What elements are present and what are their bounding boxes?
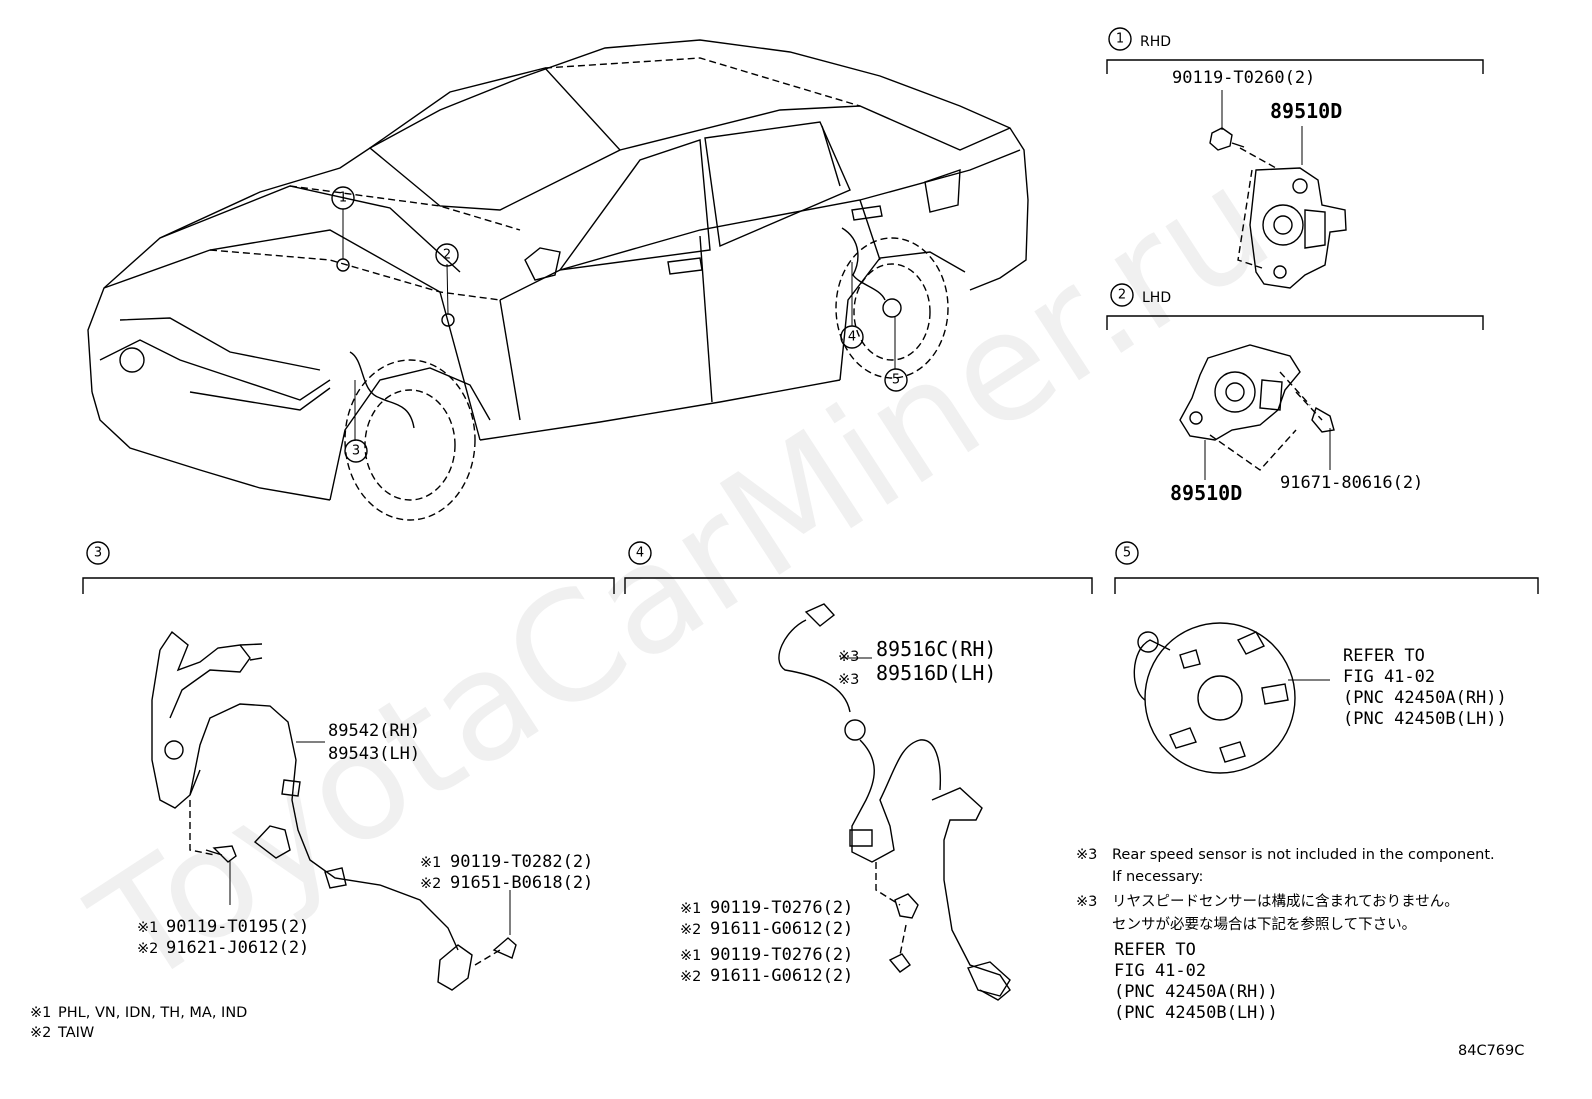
svg-text:※1: ※1 [420,855,441,871]
svg-text:91611-G0612(2): 91611-G0612(2) [710,919,853,939]
svg-text:1: 1 [339,191,347,206]
svg-text:TAIW: TAIW [57,1025,94,1041]
svg-text:2: 2 [1118,288,1126,303]
svg-text:91621-J0612(2): 91621-J0612(2) [166,938,309,958]
section-2-header: 2 LHD [1106,283,1484,330]
part-89516D-lh: ※3 89516D(LH) [838,661,996,688]
front-speed-sensor [151,630,517,991]
svg-text:1: 1 [1116,32,1124,47]
svg-text:4: 4 [848,330,856,345]
svg-text:※2: ※2 [137,941,158,957]
svg-text:※2: ※2 [420,876,441,892]
svg-text:90119-T0195(2): 90119-T0195(2) [166,917,309,937]
svg-text:※3: ※3 [1076,847,1097,863]
car-illustration [87,39,1029,521]
svg-text:FIG 41-02: FIG 41-02 [1343,667,1435,687]
diagram-code: 84C769C [1458,1043,1524,1059]
rear-axle-hub [1133,622,1330,774]
part-90119-T0260: 90119-T0260(2) [1172,68,1315,88]
height-sensor-lhd [1179,344,1335,480]
part-s4-bolt-a: ※1 90119-T0276(2) ※2 91611-G0612(2) [680,898,853,939]
svg-text:Rear speed sensor is not inclu: Rear speed sensor is not included in the… [1112,847,1495,863]
svg-text:(PNC 42450A(RH)): (PNC 42450A(RH)) [1114,982,1278,1002]
svg-text:5: 5 [892,373,900,388]
part-89543-lh: 89543(LH) [328,744,420,764]
svg-text:91611-G0612(2): 91611-G0612(2) [710,966,853,986]
section-3-header: 3 [82,541,615,594]
part-89542-rh: 89542(RH) [328,721,420,741]
svg-text:(PNC 42450A(RH)): (PNC 42450A(RH)) [1343,688,1507,708]
svg-text:90119-T0276(2): 90119-T0276(2) [710,945,853,965]
svg-text:※1: ※1 [30,1005,51,1021]
svg-text:リヤスピードセンサーは構成に含まれておりません。: リヤスピードセンサーは構成に含まれておりません。 [1112,893,1459,910]
part-91671-80616: 91671-80616(2) [1280,473,1423,493]
section-4-header: 4 [624,541,1093,594]
svg-text:91651-B0618(2): 91651-B0618(2) [450,873,593,893]
height-sensor-rhd [1209,90,1347,289]
svg-text:センサが必要な場合は下記を参照して下さい。: センサが必要な場合は下記を参照して下さい。 [1112,916,1416,933]
svg-text:90119-T0282(2): 90119-T0282(2) [450,852,593,872]
svg-text:※3: ※3 [1076,894,1097,910]
svg-text:If necessary:: If necessary: [1112,869,1203,885]
section-5-header: 5 [1114,541,1539,594]
svg-text:※1: ※1 [680,948,701,964]
part-s4-bolt-b: ※1 90119-T0276(2) ※2 91611-G0612(2) [680,945,853,986]
part-89510D-rhd: 89510D [1270,99,1342,123]
part-89510D-lhd: 89510D [1170,481,1242,505]
car-callout-4: 4 [840,325,864,349]
svg-text:(PNC 42450B(LH)): (PNC 42450B(LH)) [1343,709,1507,729]
svg-text:RHD: RHD [1140,34,1171,50]
svg-text:LHD: LHD [1142,290,1171,306]
svg-text:※2: ※2 [680,922,701,938]
car-callout-3: 3 [344,439,368,463]
part-s3-bolt-b: ※1 90119-T0195(2) ※2 91621-J0612(2) [137,917,309,958]
svg-text:(PNC 42450B(LH)): (PNC 42450B(LH)) [1114,1003,1278,1023]
car-callout-5: 5 [884,368,908,392]
svg-text:3: 3 [352,444,360,459]
svg-text:※3: ※3 [838,672,859,688]
part-s3-bolt-a: ※1 90119-T0282(2) ※2 91651-B0618(2) [420,852,593,893]
svg-text:3: 3 [94,546,102,561]
rear-speed-sensor [778,603,1011,1001]
svg-text:2: 2 [443,248,451,263]
svg-text:5: 5 [1123,546,1131,561]
svg-text:89516C(RH): 89516C(RH) [876,637,996,661]
svg-text:90119-T0276(2): 90119-T0276(2) [710,898,853,918]
hub-reference-text: REFER TO FIG 41-02 (PNC 42450A(RH)) (PNC… [1343,646,1507,729]
svg-text:※2: ※2 [680,969,701,985]
svg-text:※1: ※1 [137,920,158,936]
footnotes: ※1 PHL, VN, IDN, TH, MA, IND ※2 TAIW [30,1005,247,1041]
svg-text:REFER TO: REFER TO [1343,646,1425,666]
car-callout-1: 1 [331,186,355,210]
svg-text:4: 4 [636,546,644,561]
part-89516C-rh: ※3 89516C(RH) [838,637,996,665]
svg-text:PHL, VN, IDN, TH, MA, IND: PHL, VN, IDN, TH, MA, IND [58,1005,247,1021]
svg-text:※1: ※1 [680,901,701,917]
svg-text:※2: ※2 [30,1025,51,1041]
rear-sensor-note: ※3 Rear speed sensor is not included in … [1076,847,1495,1023]
svg-text:89516D(LH): 89516D(LH) [876,661,996,685]
section-1-header: 1 RHD [1106,27,1484,74]
svg-text:REFER TO: REFER TO [1114,940,1196,960]
svg-text:※3: ※3 [838,649,859,665]
car-callout-2: 2 [435,243,459,267]
svg-text:FIG 41-02: FIG 41-02 [1114,961,1206,981]
